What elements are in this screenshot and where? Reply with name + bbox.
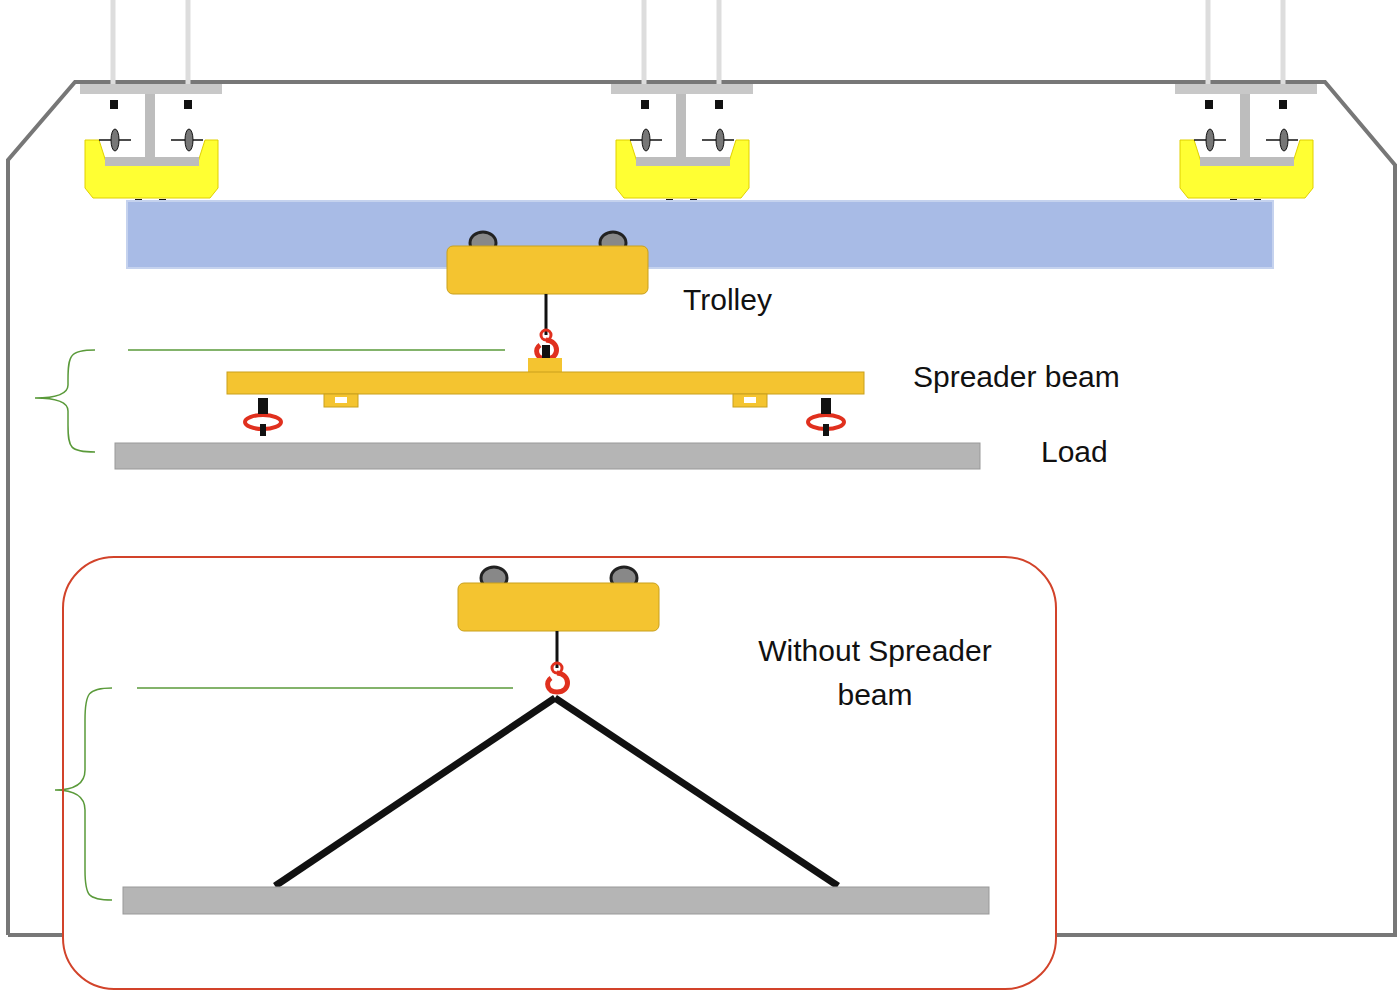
part-label: Load [1041, 434, 1108, 470]
inset-panel: Without Spreader beam [62, 556, 1057, 990]
part-label: Spreader beam [913, 359, 1120, 395]
part-label: Trolley [683, 282, 772, 318]
panel-caption: Without Spreader beam [735, 629, 1015, 717]
